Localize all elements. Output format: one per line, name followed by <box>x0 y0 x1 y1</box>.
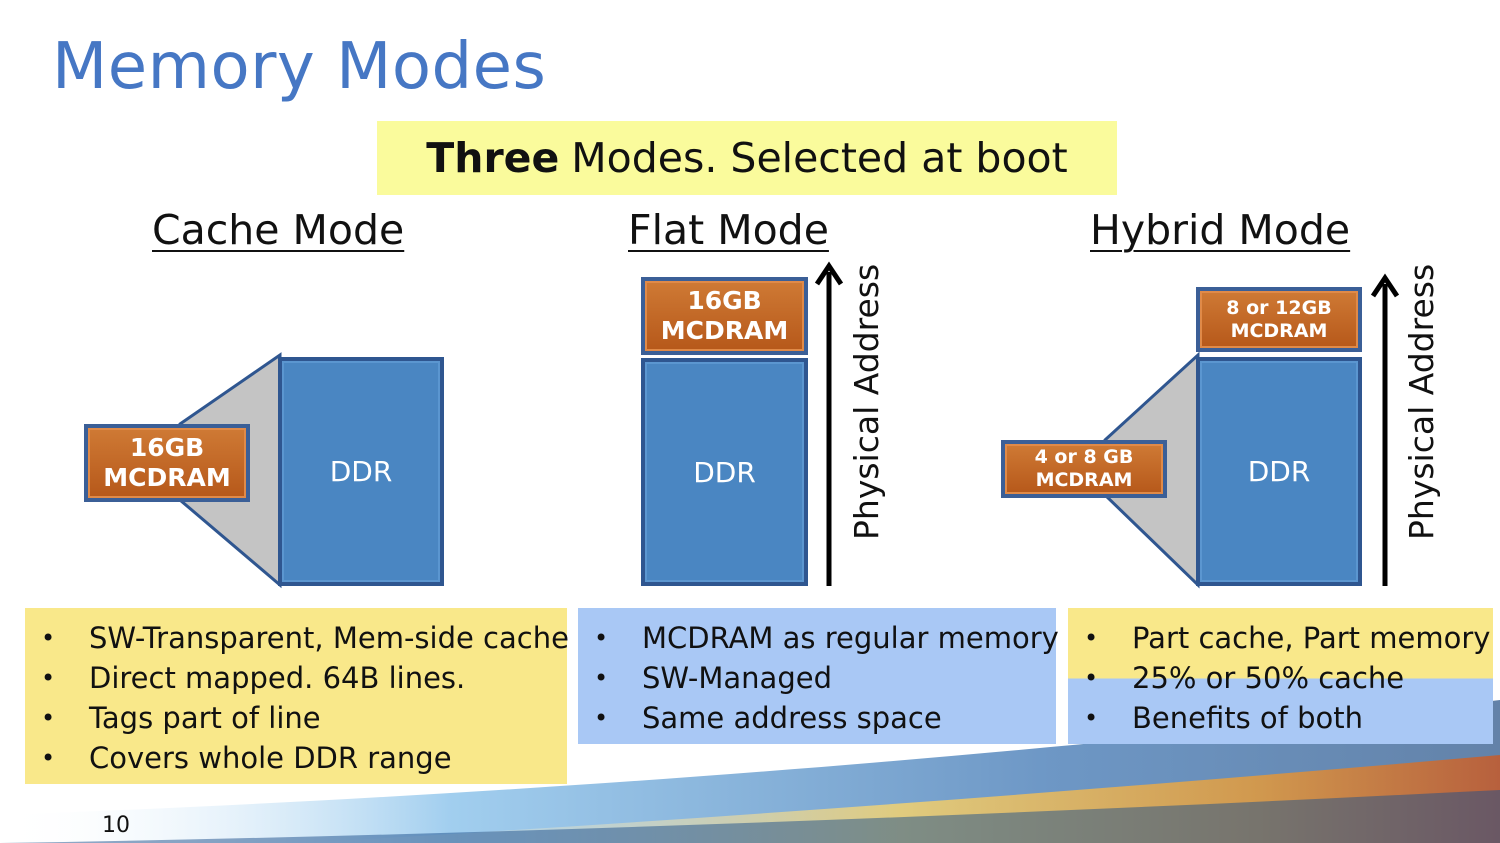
banner-bold-text: Three <box>426 134 560 182</box>
hybrid-ddr-label: DDR <box>1247 455 1311 488</box>
cache-ddr-block: DDR <box>278 357 444 586</box>
list-item-text: MCDRAM as regular memory <box>642 621 1059 655</box>
list-item: • Same address space <box>592 698 1040 738</box>
hybrid-mode-features: • Part cache, Part memory • 25% or 50% cac… <box>1068 608 1493 744</box>
cache-mcdram-label: MCDRAM <box>103 463 231 492</box>
list-item: • SW-Transparent, Mem-side cache <box>39 618 569 658</box>
slide-title: Memory Modes <box>52 30 547 104</box>
list-item-text: Covers whole DDR range <box>89 741 452 775</box>
bullet-glyph: • <box>594 624 609 652</box>
hybrid-mcdram-top-block: 8 or 12GB MCDRAM <box>1196 287 1362 352</box>
bullet-glyph: • <box>41 704 56 732</box>
list-item: • 25% or 50% cache <box>1082 658 1477 698</box>
page-number: 10 <box>102 813 130 838</box>
hybrid-mcdram-top-label: MCDRAM <box>1230 319 1328 342</box>
flat-mode-features: • MCDRAM as regular memory • SW-Managed • S… <box>578 608 1059 744</box>
flat-ddr-label: DDR <box>693 455 756 489</box>
list-item: • MCDRAM as regular memory <box>592 618 1059 658</box>
cache-mode-features: • SW-Transparent, Mem-side cache • Direct … <box>25 608 569 784</box>
flat-feature-list: • MCDRAM as regular memory • SW-Managed • S… <box>592 618 1059 738</box>
hybrid-ddr-block: DDR <box>1196 357 1362 586</box>
hybrid-mcdram-side-label: MCDRAM <box>1035 469 1133 491</box>
cache-feature-list: • SW-Transparent, Mem-side cache • Direct … <box>39 618 569 778</box>
bullet-glyph: • <box>1084 624 1099 652</box>
hybrid-physical-address-label: Physical Address <box>1402 263 1441 540</box>
list-item-text: Tags part of line <box>89 701 321 735</box>
hybrid-mcdram-side-size: 4 or 8 GB <box>1034 446 1134 469</box>
bullet-glyph: • <box>1084 664 1099 692</box>
flat-mcdram-size: 16GB <box>687 286 762 315</box>
bullet-glyph: • <box>41 624 56 652</box>
bullet-glyph: • <box>594 704 609 732</box>
hybrid-feature-list: • Part cache, Part memory • 25% or 50% cac… <box>1082 618 1490 738</box>
list-item-text: Same address space <box>642 701 942 735</box>
list-item-text: SW-Transparent, Mem-side cache <box>89 621 569 655</box>
list-item: • Direct mapped. 64B lines. <box>39 658 551 698</box>
hybrid-mode-heading: Hybrid Mode <box>1090 206 1351 254</box>
list-item-text: SW-Managed <box>642 661 832 695</box>
flat-mcdram-block: 16GB MCDRAM <box>641 277 808 355</box>
list-item-text: 25% or 50% cache <box>1132 661 1405 695</box>
list-item: • Part cache, Part memory <box>1082 618 1490 658</box>
list-item-text: Part cache, Part memory <box>1132 621 1491 655</box>
flat-ddr-block: DDR <box>641 358 808 586</box>
flat-mcdram-label: MCDRAM <box>660 316 789 345</box>
list-item: • SW-Managed <box>592 658 1040 698</box>
bullet-glyph: • <box>41 744 56 772</box>
bullet-glyph: • <box>594 664 609 692</box>
list-item: • Tags part of line <box>39 698 551 738</box>
list-item-text: Benefits of both <box>1132 701 1363 735</box>
modes-banner: Three Modes. Selected at boot <box>377 121 1117 195</box>
hybrid-mcdram-side-block: 4 or 8 GB MCDRAM <box>1001 440 1167 498</box>
cache-mcdram-block: 16GB MCDRAM <box>84 424 250 502</box>
cache-mode-heading: Cache Mode <box>152 206 405 254</box>
list-item: • Covers whole DDR range <box>39 738 551 778</box>
cache-ddr-label: DDR <box>329 455 393 488</box>
bullet-glyph: • <box>1084 704 1099 732</box>
flat-address-arrow <box>814 261 844 586</box>
hybrid-mcdram-top-size: 8 or 12GB <box>1226 296 1332 319</box>
cache-mcdram-size: 16GB <box>129 433 205 462</box>
list-item: • Benefits of both <box>1082 698 1477 738</box>
hybrid-address-arrow <box>1370 273 1400 586</box>
flat-mode-heading: Flat Mode <box>628 206 829 254</box>
banner-text: Modes. Selected at boot <box>571 134 1068 182</box>
list-item-text: Direct mapped. 64B lines. <box>89 661 466 695</box>
bullet-glyph: • <box>41 664 56 692</box>
